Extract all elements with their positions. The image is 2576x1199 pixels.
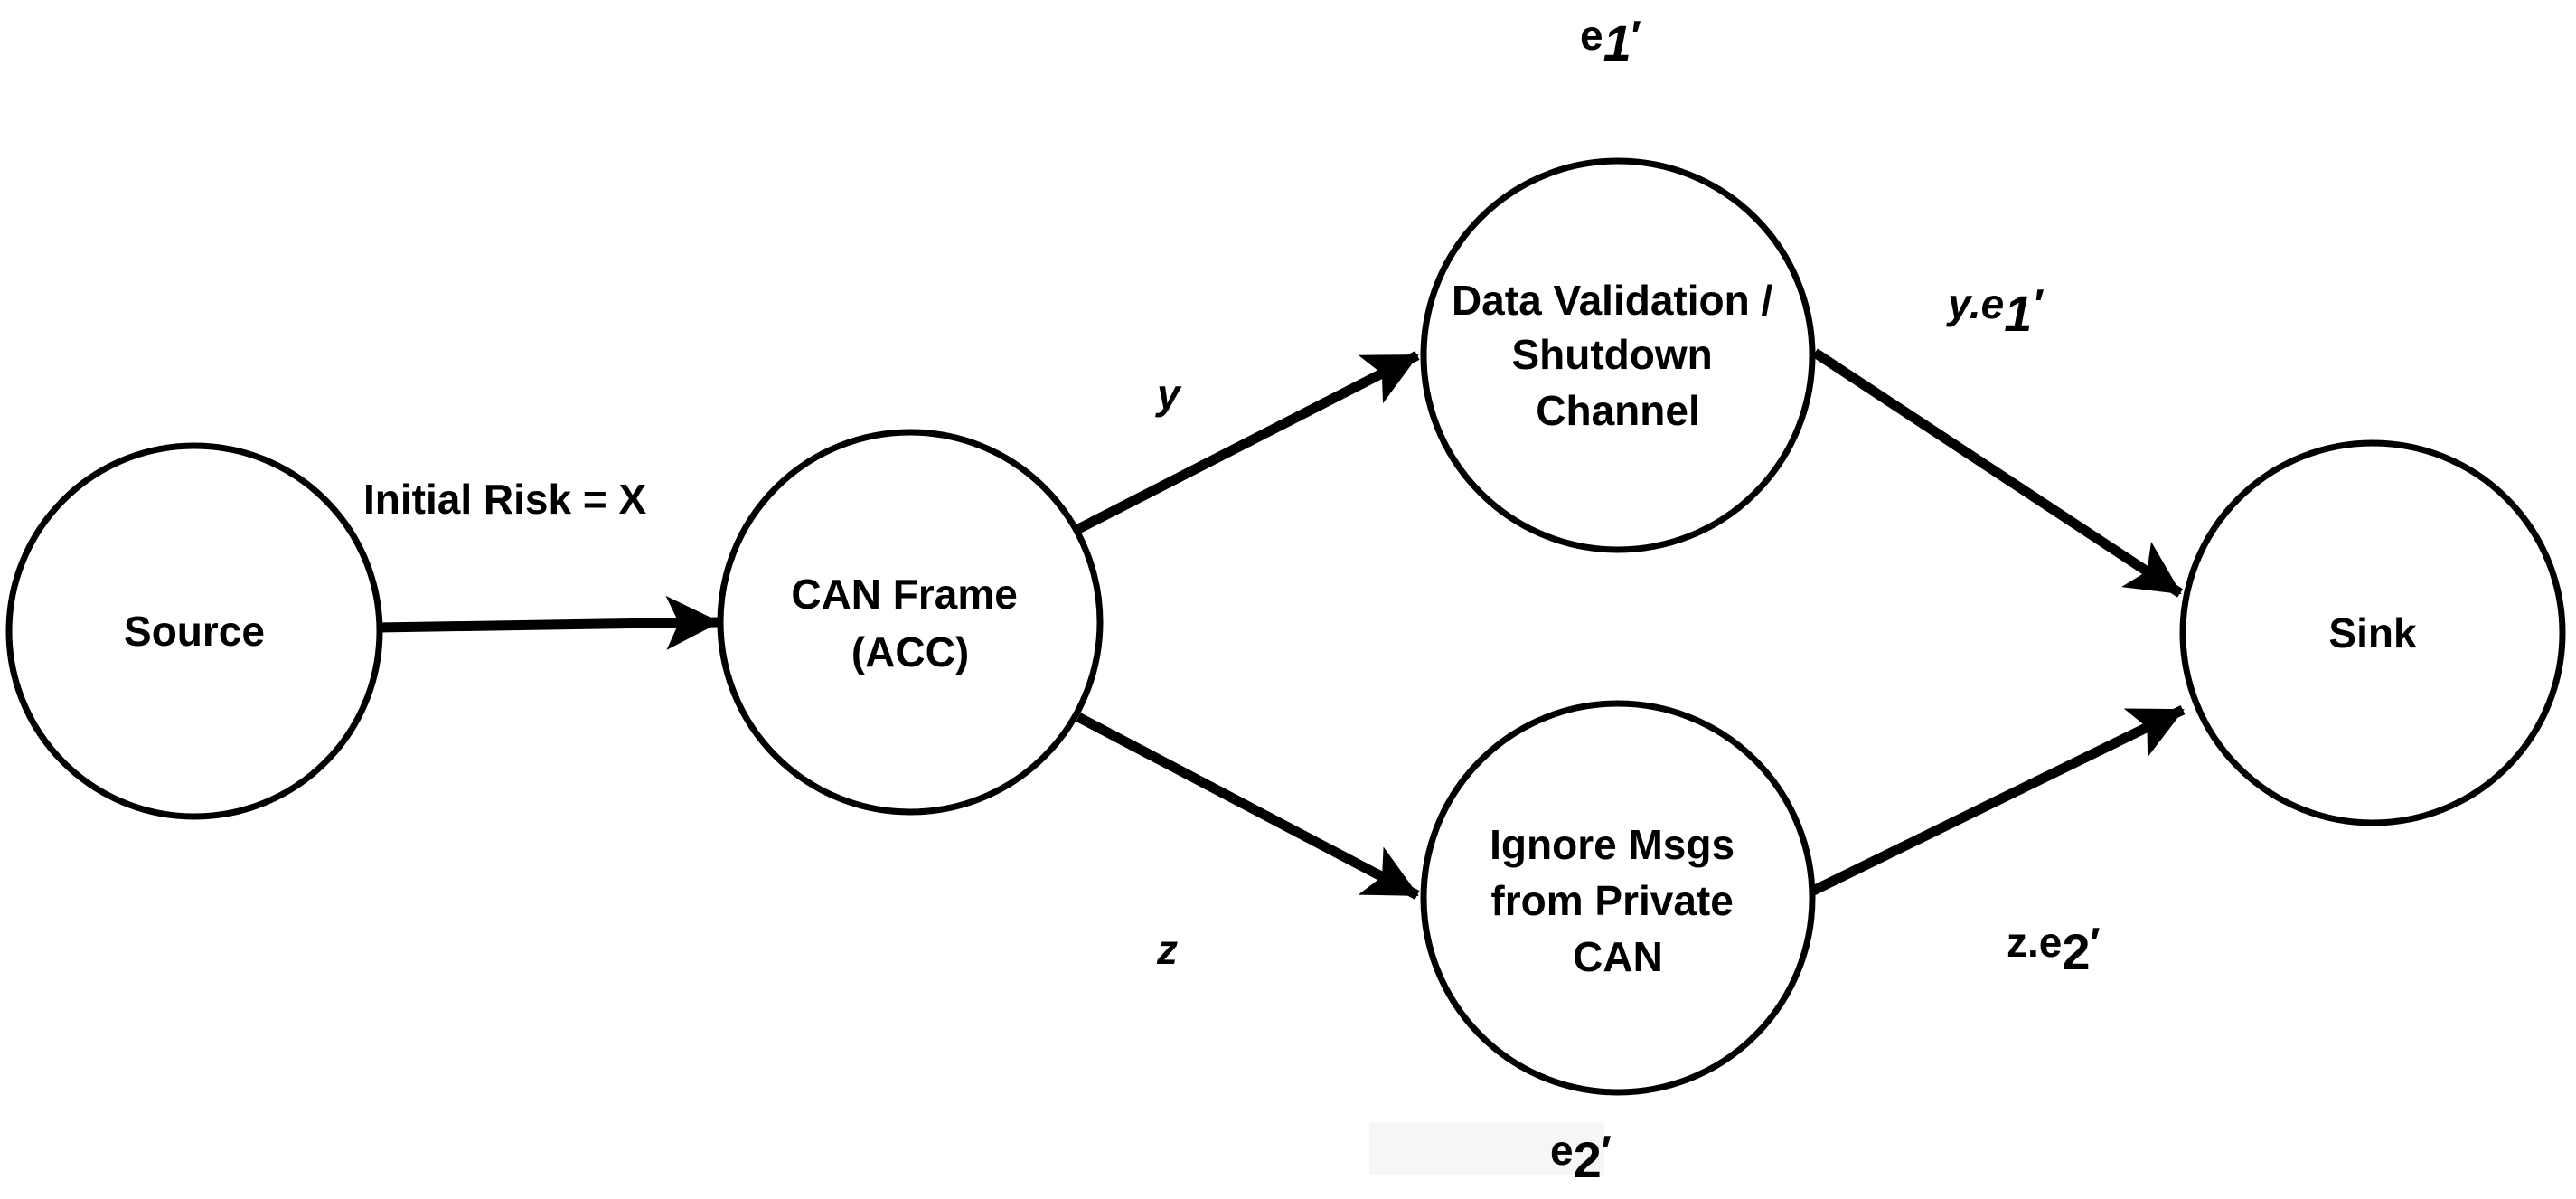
edge-validation-to-sink xyxy=(1811,348,2184,598)
annotation-e2-prime: e2′ xyxy=(1550,1127,1612,1188)
node-ignore-msgs-label: Ignore Msgs from Private CAN xyxy=(1490,821,1746,980)
node-ignore-msgs xyxy=(1420,700,1816,1096)
annotation-e1-prime: e1′ xyxy=(1580,12,1641,71)
node-data-validation-label: Data Validation / Shutdown Channel xyxy=(1452,277,1784,434)
edge-label-initial-risk: Initial Risk = X xyxy=(363,476,646,523)
node-source xyxy=(5,442,383,820)
node-sink-label: Sink xyxy=(2328,609,2417,656)
edge-label-y-e1-prime: y.e1′ xyxy=(1946,280,2044,342)
edge-label-z: z xyxy=(1156,926,1178,973)
e2-highlight-box xyxy=(1369,1123,1604,1175)
edge-can-to-validation xyxy=(1076,351,1420,533)
edge-label-y: y xyxy=(1155,371,1182,418)
node-sink xyxy=(2179,439,2566,826)
edge-label-z-e2-prime: z.e2′ xyxy=(2007,919,2101,980)
edge-ignore-to-sink xyxy=(1805,705,2186,898)
node-can-frame-label: CAN Frame (ACC) xyxy=(791,571,1029,675)
node-data-validation xyxy=(1420,157,1816,553)
edge-source-to-can xyxy=(377,595,720,650)
node-source-label: Source xyxy=(124,608,265,655)
node-can-frame xyxy=(717,429,1104,816)
edge-can-to-ignore xyxy=(1076,713,1420,900)
